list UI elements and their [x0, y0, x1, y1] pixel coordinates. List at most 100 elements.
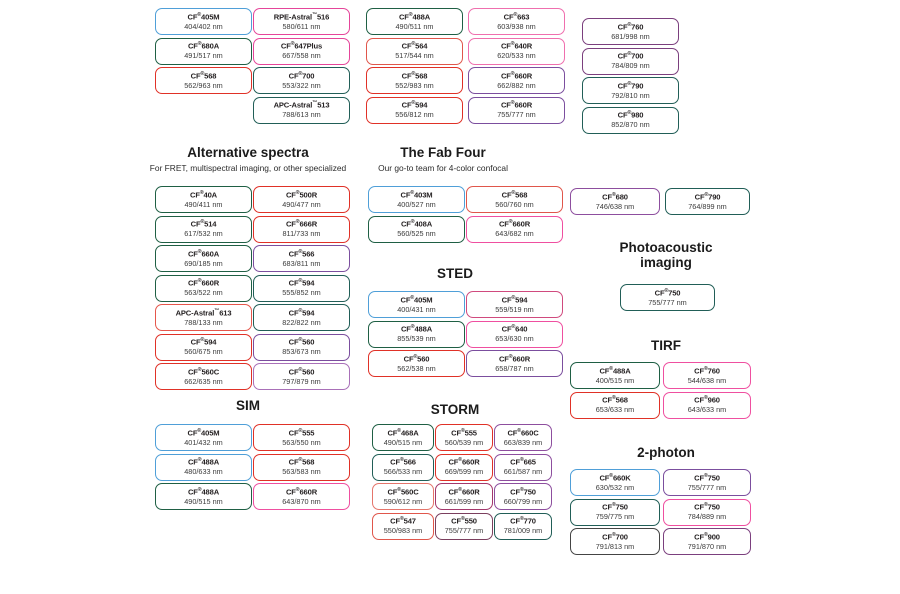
dye-name: CF®640R — [500, 41, 533, 51]
dye-name: CF®660C — [507, 427, 539, 438]
dye-wavelengths: 653/630 nm — [495, 334, 534, 344]
dye-wavelengths: 755/777 nm — [648, 297, 687, 307]
dye-wavelengths: 822/822 nm — [282, 317, 321, 327]
dye-wavelengths: 552/983 nm — [395, 80, 434, 90]
dye-name: CF®594 — [401, 100, 428, 110]
dye-wavelengths: 660/799 nm — [503, 496, 543, 506]
dye-wavelengths: 562/963 nm — [184, 80, 223, 90]
dye-wavelengths: 560/539 nm — [444, 437, 484, 447]
dye-wavelengths: 517/544 nm — [395, 51, 434, 61]
dye-wavelengths: 401/432 nm — [184, 437, 223, 447]
dye-wavelengths: 683/811 nm — [282, 258, 321, 268]
dye-name: CF®555 — [288, 427, 315, 438]
dye-name: CF®680 — [602, 191, 628, 202]
dye-wavelengths: 490/515 nm — [184, 496, 223, 506]
dye-name: CF®660R — [448, 457, 480, 467]
dye-wavelengths: 400/527 nm — [397, 199, 436, 209]
dye-wavelengths: 764/899 nm — [688, 201, 727, 211]
dye-wavelengths: 663/839 nm — [503, 437, 543, 447]
dye-wavelengths: 490/515 nm — [383, 437, 423, 447]
dye-name: CF®594 — [288, 278, 315, 288]
dye-name: CF®550 — [451, 516, 477, 526]
dye-wavelengths: 562/538 nm — [397, 363, 436, 373]
dye-name: RPE-Astral™516 — [273, 11, 330, 22]
dye-wavelengths: 784/889 nm — [687, 512, 727, 522]
